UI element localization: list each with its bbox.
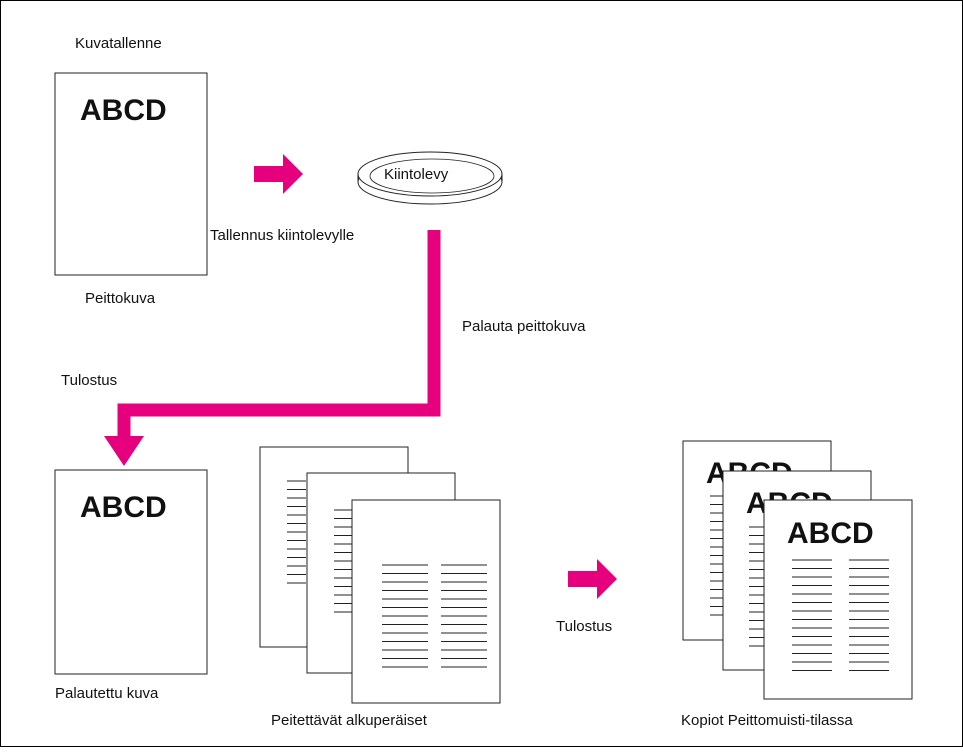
print-label-right: Tulostus [556, 618, 612, 635]
copies-label: Kopiot Peittomuisti-tilassa [681, 712, 853, 729]
recalled-page-text: ABCD [80, 491, 167, 524]
recalled-image-label: Palautettu kuva [55, 685, 159, 702]
arrow-right-icon [254, 154, 303, 194]
overlay-image-label: Peittokuva [85, 290, 156, 307]
arrow-down-icon [104, 436, 144, 466]
copy-page-front: ABCD [763, 499, 913, 700]
arrow-right-icon [568, 559, 617, 599]
recall-overlay-label: Palauta peittokuva [462, 318, 586, 335]
print-label-left: Tulostus [61, 372, 117, 389]
hard-disk-icon [357, 151, 503, 205]
originals-label: Peitettävät alkuperäiset [271, 712, 428, 729]
original-document-front [351, 499, 501, 704]
overlay-image-page: ABCD [54, 72, 208, 276]
overlay-page-text: ABCD [80, 94, 167, 127]
recall-path [117, 230, 441, 438]
copy-front-text: ABCD [787, 517, 874, 550]
title-label: Kuvatallenne [75, 35, 162, 52]
recalled-image-page: ABCD [54, 469, 208, 675]
save-to-hdd-label: Tallennus kiintolevylle [210, 227, 354, 244]
hard-disk-label: Kiintolevy [384, 166, 449, 183]
